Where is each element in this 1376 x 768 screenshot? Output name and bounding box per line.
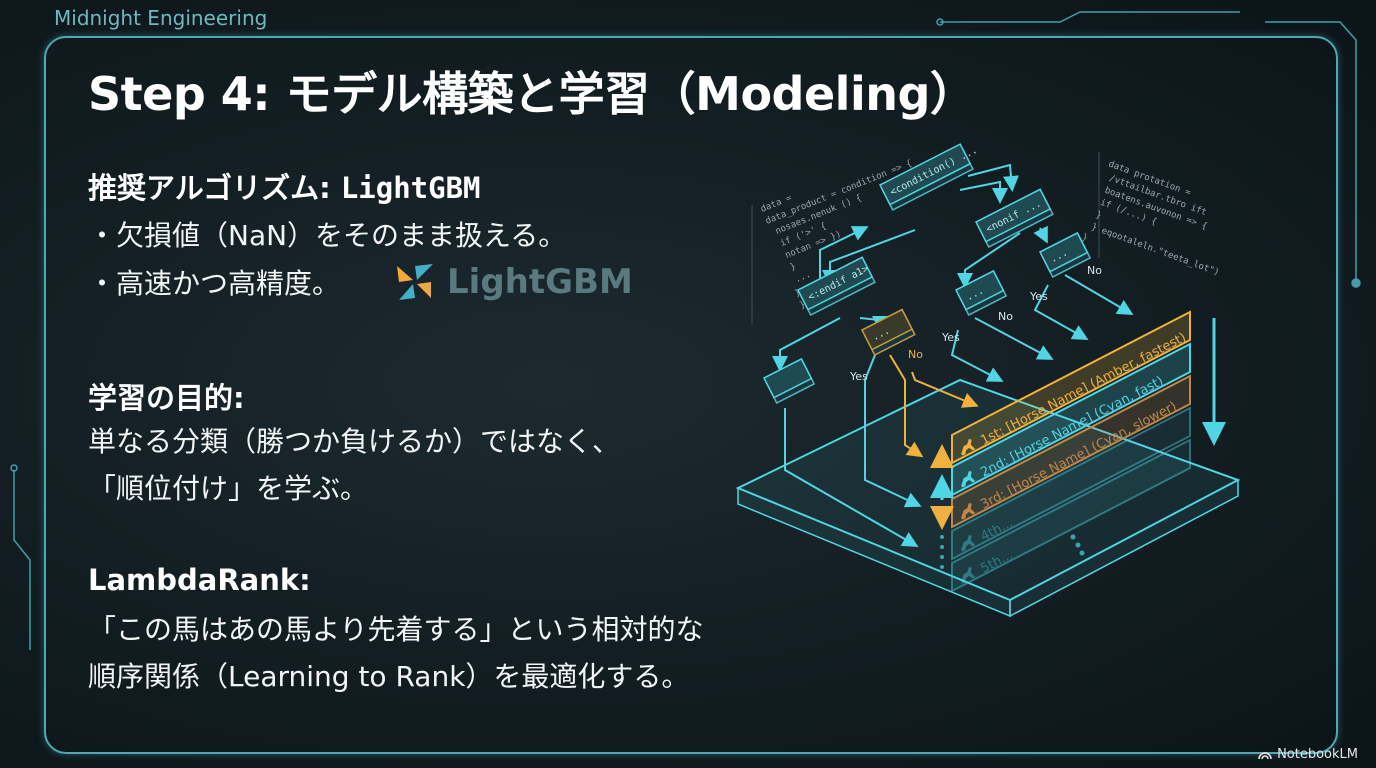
horse-icon bbox=[961, 566, 976, 584]
amber-connectors bbox=[889, 354, 979, 458]
horse-icon bbox=[961, 470, 976, 488]
svg-text:data protation = /vttailbar.tb: data protation = /vttailbar.tbro ift boa… bbox=[1080, 159, 1242, 290]
decision-node: <:endif a1> bbox=[796, 256, 876, 316]
slide-frame bbox=[44, 36, 1338, 754]
decision-node bbox=[762, 357, 816, 404]
decision-node: ... bbox=[954, 269, 1008, 316]
algorithm-bullet: ・高速かつ高精度。 bbox=[88, 267, 341, 300]
branch-label-yes: Yes bbox=[1029, 290, 1048, 303]
notebooklm-watermark: NotebookLM bbox=[1258, 747, 1358, 762]
horse-icon bbox=[961, 502, 976, 520]
ellipsis-dots-icon bbox=[940, 534, 1085, 569]
brand-label: Midnight Engineering bbox=[54, 6, 268, 30]
decision-node: <nonif ... bbox=[974, 188, 1054, 248]
algorithm-bullet: ・欠損値（NaN）をそのまま扱える。 bbox=[88, 219, 567, 252]
slide-title: Step 4: モデル構築と学習（Modeling） bbox=[88, 67, 976, 121]
purpose-line: 単なる分類（勝つか負けるか）ではなく、 bbox=[88, 425, 621, 458]
code-line: } bbox=[798, 300, 807, 311]
purpose-heading: 学習の目的: bbox=[88, 381, 245, 415]
algorithm-heading: 推奨アルゴリズム: LightGBM bbox=[88, 165, 481, 207]
lightgbm-logo: LightGBM bbox=[393, 260, 633, 304]
code-snippet-right: data protation = /vttailbar.tbro ift boa… bbox=[1080, 152, 1242, 290]
circuit-decoration bbox=[10, 11, 1361, 650]
branch-label-yes: Yes bbox=[941, 331, 960, 344]
horse-icon bbox=[961, 438, 976, 456]
branch-label-yes: Yes bbox=[849, 370, 868, 383]
branch-label-no: No bbox=[908, 348, 923, 361]
code-line: } bbox=[1080, 233, 1089, 244]
horse-icon bbox=[961, 534, 976, 552]
lambdarank-line: 「この馬はあの馬より先着する」という相対的な bbox=[88, 613, 704, 646]
algorithm-heading-prefix: 推奨アルゴリズム: bbox=[88, 171, 341, 205]
algorithm-heading-name: LightGBM bbox=[340, 171, 481, 205]
lightgbm-logo-icon bbox=[397, 264, 433, 300]
branch-labels: No Yes No Yes No Yes bbox=[849, 264, 1102, 383]
code-line: } bbox=[784, 262, 798, 275]
lightgbm-logo-text: LightGBM bbox=[447, 262, 633, 302]
notebooklm-label: NotebookLM bbox=[1277, 747, 1358, 762]
lambdarank-heading: LambdaRank: bbox=[88, 563, 311, 597]
code-line: } bbox=[793, 288, 802, 299]
code-line: } bbox=[1089, 208, 1103, 221]
purpose-line: 「順位付け」を学ぶ。 bbox=[88, 472, 369, 505]
notebooklm-logo-icon bbox=[1258, 751, 1272, 759]
branch-label-no: No bbox=[1087, 264, 1102, 277]
decision-node: ... bbox=[860, 308, 916, 356]
branch-label-no: No bbox=[998, 310, 1013, 323]
lambdarank-line: 順序関係（Learning to Rank）を最適化する。 bbox=[88, 660, 690, 693]
decision-node: ... bbox=[1038, 231, 1092, 278]
platform-side-right bbox=[1009, 478, 1239, 618]
